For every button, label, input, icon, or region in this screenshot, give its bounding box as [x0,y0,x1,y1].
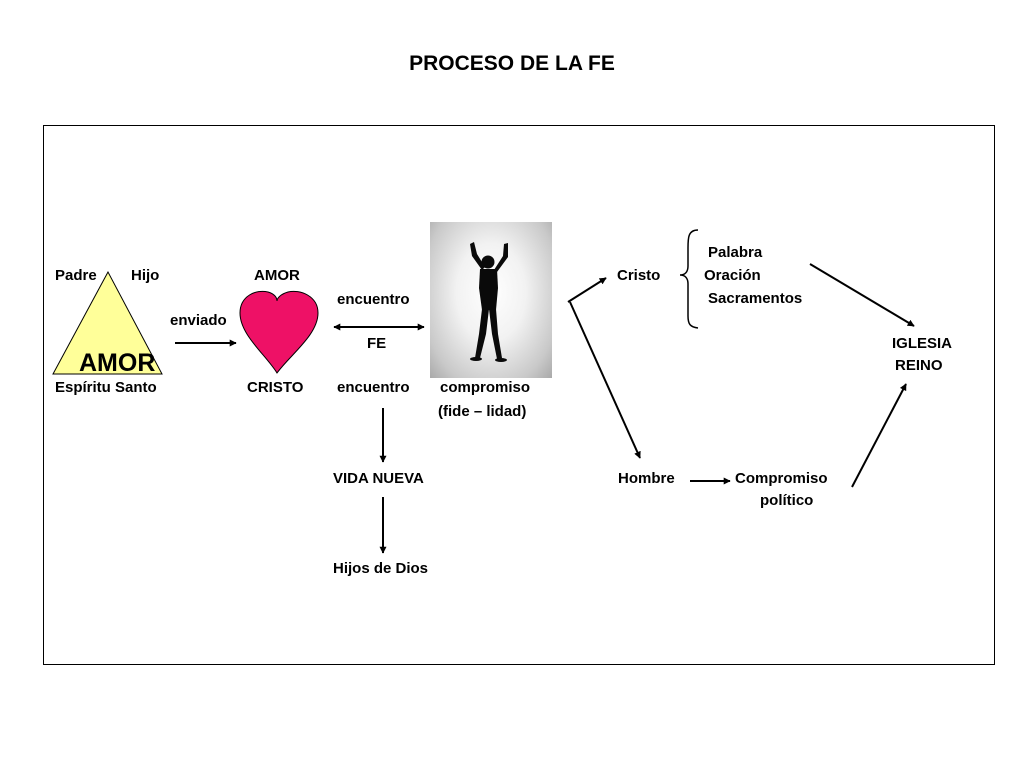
to-iglesia-arrow [809,263,915,327]
encuentro-top-label: encuentro [337,291,410,308]
vida-nueva-label: VIDA NUEVA [333,470,424,487]
hijos-de-dios-label: Hijos de Dios [333,560,429,577]
encuentro-bottom-label: encuentro [337,379,410,396]
iglesia-label: IGLESIA [892,335,953,352]
branch-cristo-label: Cristo [617,267,661,284]
hijo-label: Hijo [131,267,160,284]
fidelidad-label: (fide – lidad) [438,403,527,420]
hombre-label: Hombre [618,470,675,487]
to-hombre-arrow [569,301,641,459]
enviado-label: enviado [170,312,227,329]
to-cristo-arrow [567,277,607,303]
reino-label: REINO [895,357,943,374]
padre-label: Padre [55,267,97,284]
page-title: PROCESO DE LA FE [409,52,615,75]
person-arms-raised-photo [430,222,552,378]
palabra-label: Palabra [708,244,763,261]
sacramentos-label: Sacramentos [708,290,803,307]
politico-label: político [760,492,814,509]
curly-brace [679,229,699,329]
heart-amor-label: AMOR [254,267,300,284]
diagram-frame [43,125,995,665]
trinity-amor-label: AMOR [79,349,156,377]
oracion-label: Oración [704,267,761,284]
compromiso-label: compromiso [440,379,531,396]
compromiso-politico-label: Compromiso [735,470,828,487]
heart-icon [239,290,319,374]
cristo-label: CRISTO [247,379,304,396]
trinity-triangle [52,270,163,375]
to-reino-arrow [851,383,907,488]
espiritu-santo-label: Espíritu Santo [55,379,157,396]
person-silhouette-icon [470,242,508,362]
fe-label: FE [367,335,387,352]
